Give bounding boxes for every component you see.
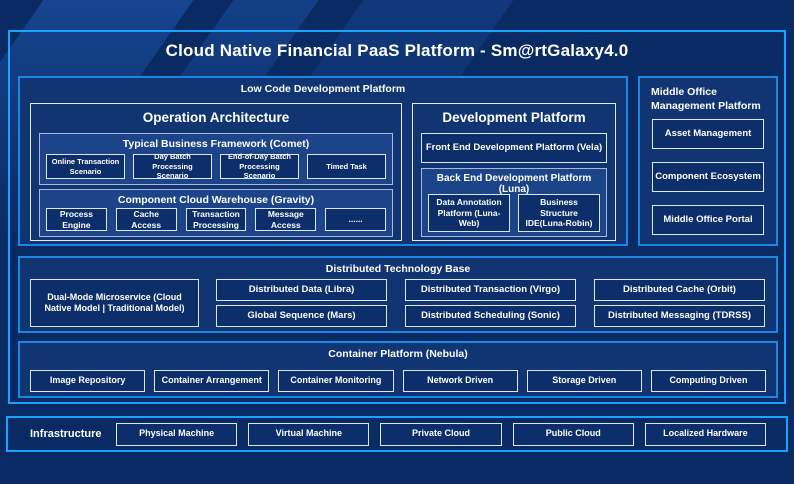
box-data-annotation-platform-luna-web: Data Annotation Platform (Luna-Web) — [428, 194, 510, 232]
panel-label: Back End Development Platform (Luna) — [436, 173, 592, 195]
box-online-transaction-scenario: Online Transaction Scenario — [46, 154, 125, 179]
section-label: Container Platform (Nebula) — [328, 348, 468, 360]
box-end-of-day-batch-processing-scenario: End-of-Day Batch Processing Scenario — [220, 152, 299, 180]
box-ellipsis: ...... — [325, 208, 386, 231]
box-distributed-messaging-tdrss: Distributed Messaging (TDRSS) — [594, 305, 765, 327]
box-cache-access: Cache Access — [115, 208, 177, 231]
box-asset-management: Asset Management — [652, 119, 764, 149]
box-distributed-data-libra: Distributed Data (Libra) — [216, 279, 387, 301]
panel-operation-architecture: Operation Architecture Typical Business … — [30, 103, 402, 241]
box-business-structure-ide-luna-robin: Business Structure IDE(Luna-Robin) — [518, 194, 600, 232]
box-distributed-cache-orbit: Distributed Cache (Orbit) — [594, 279, 765, 301]
box-container-monitoring: Container Monitoring — [278, 370, 394, 392]
panel-back-end-development-platform-luna: Back End Development Platform (Luna) Dat… — [421, 168, 607, 237]
section-label: Middle Office Management Platform — [651, 86, 761, 112]
panel-development-platform: Development Platform Front End Developme… — [412, 103, 616, 241]
section-label: Infrastructure — [30, 428, 102, 440]
box-component-ecosystem: Component Ecosystem — [652, 162, 764, 192]
box-distributed-scheduling-sonic: Distributed Scheduling (Sonic) — [405, 305, 576, 327]
box-image-repository: Image Repository — [30, 370, 146, 392]
page-title: Cloud Native Financial PaaS Platform - S… — [165, 41, 629, 60]
box-process-engine: Process Engine — [46, 208, 107, 231]
section-infrastructure: Infrastructure Physical Machine Virtual … — [6, 416, 788, 452]
panel-title: Operation Architecture — [142, 110, 290, 125]
box-distributed-transaction-virgo: Distributed Transaction (Virgo) — [405, 279, 576, 301]
box-public-cloud: Public Cloud — [512, 422, 634, 446]
luna-items-row: Data Annotation Platform (Luna-Web) Busi… — [428, 194, 600, 232]
section-label: Low Code Development Platform — [240, 83, 406, 95]
box-day-batch-processing-scenario: Day Batch Processing Scenario — [133, 152, 212, 180]
box-transaction-processing: Transaction Processing — [185, 208, 247, 231]
gravity-items-row: Process Engine Cache Access Transaction … — [46, 208, 386, 231]
box-localized-hardware: Localized Hardware — [644, 422, 767, 446]
section-low-code-development-platform: Low Code Development Platform Operation … — [18, 76, 628, 246]
infrastructure-items-row: Physical Machine Virtual Machine Private… — [116, 422, 767, 446]
box-global-sequence-mars: Global Sequence (Mars) — [216, 305, 387, 327]
panel-label: Typical Business Framework (Comet) — [122, 138, 310, 150]
box-storage-driven: Storage Driven — [526, 370, 642, 392]
panel-title: Development Platform — [442, 110, 586, 125]
container-items-row: Image Repository Container Arrangement C… — [30, 370, 767, 392]
box-middle-office-portal: Middle Office Portal — [652, 205, 764, 235]
box-virtual-machine: Virtual Machine — [248, 422, 370, 446]
box-computing-driven: Computing Driven — [650, 370, 767, 392]
box-container-arrangement: Container Arrangement — [154, 370, 270, 392]
box-front-end-development-platform-vela: Front End Development Platform (Vela) — [421, 133, 607, 163]
box-dual-mode-microservice: Dual-Mode Microservice (Cloud Native Mod… — [30, 279, 199, 327]
box-private-cloud: Private Cloud — [380, 422, 502, 446]
distributed-items-grid: Distributed Data (Libra) Distributed Tra… — [216, 279, 765, 327]
box-message-access: Message Access — [255, 208, 317, 231]
box-physical-machine: Physical Machine — [116, 422, 238, 446]
panel-component-cloud-warehouse-gravity: Component Cloud Warehouse (Gravity) Proc… — [39, 189, 393, 237]
box-timed-task: Timed Task — [307, 154, 386, 179]
section-label: Distributed Technology Base — [325, 263, 471, 275]
box-network-driven: Network Driven — [402, 370, 518, 392]
panel-label: Component Cloud Warehouse (Gravity) — [117, 194, 315, 206]
platform-frame: Cloud Native Financial PaaS Platform - S… — [8, 30, 786, 404]
section-middle-office-management-platform: Middle Office Management Platform Asset … — [638, 76, 778, 246]
section-container-platform-nebula: Container Platform (Nebula) Image Reposi… — [18, 341, 778, 398]
section-distributed-technology-base: Distributed Technology Base Dual-Mode Mi… — [18, 256, 778, 333]
panel-typical-business-framework-comet: Typical Business Framework (Comet) Onlin… — [39, 133, 393, 185]
comet-items-row: Online Transaction Scenario Day Batch Pr… — [46, 152, 386, 180]
